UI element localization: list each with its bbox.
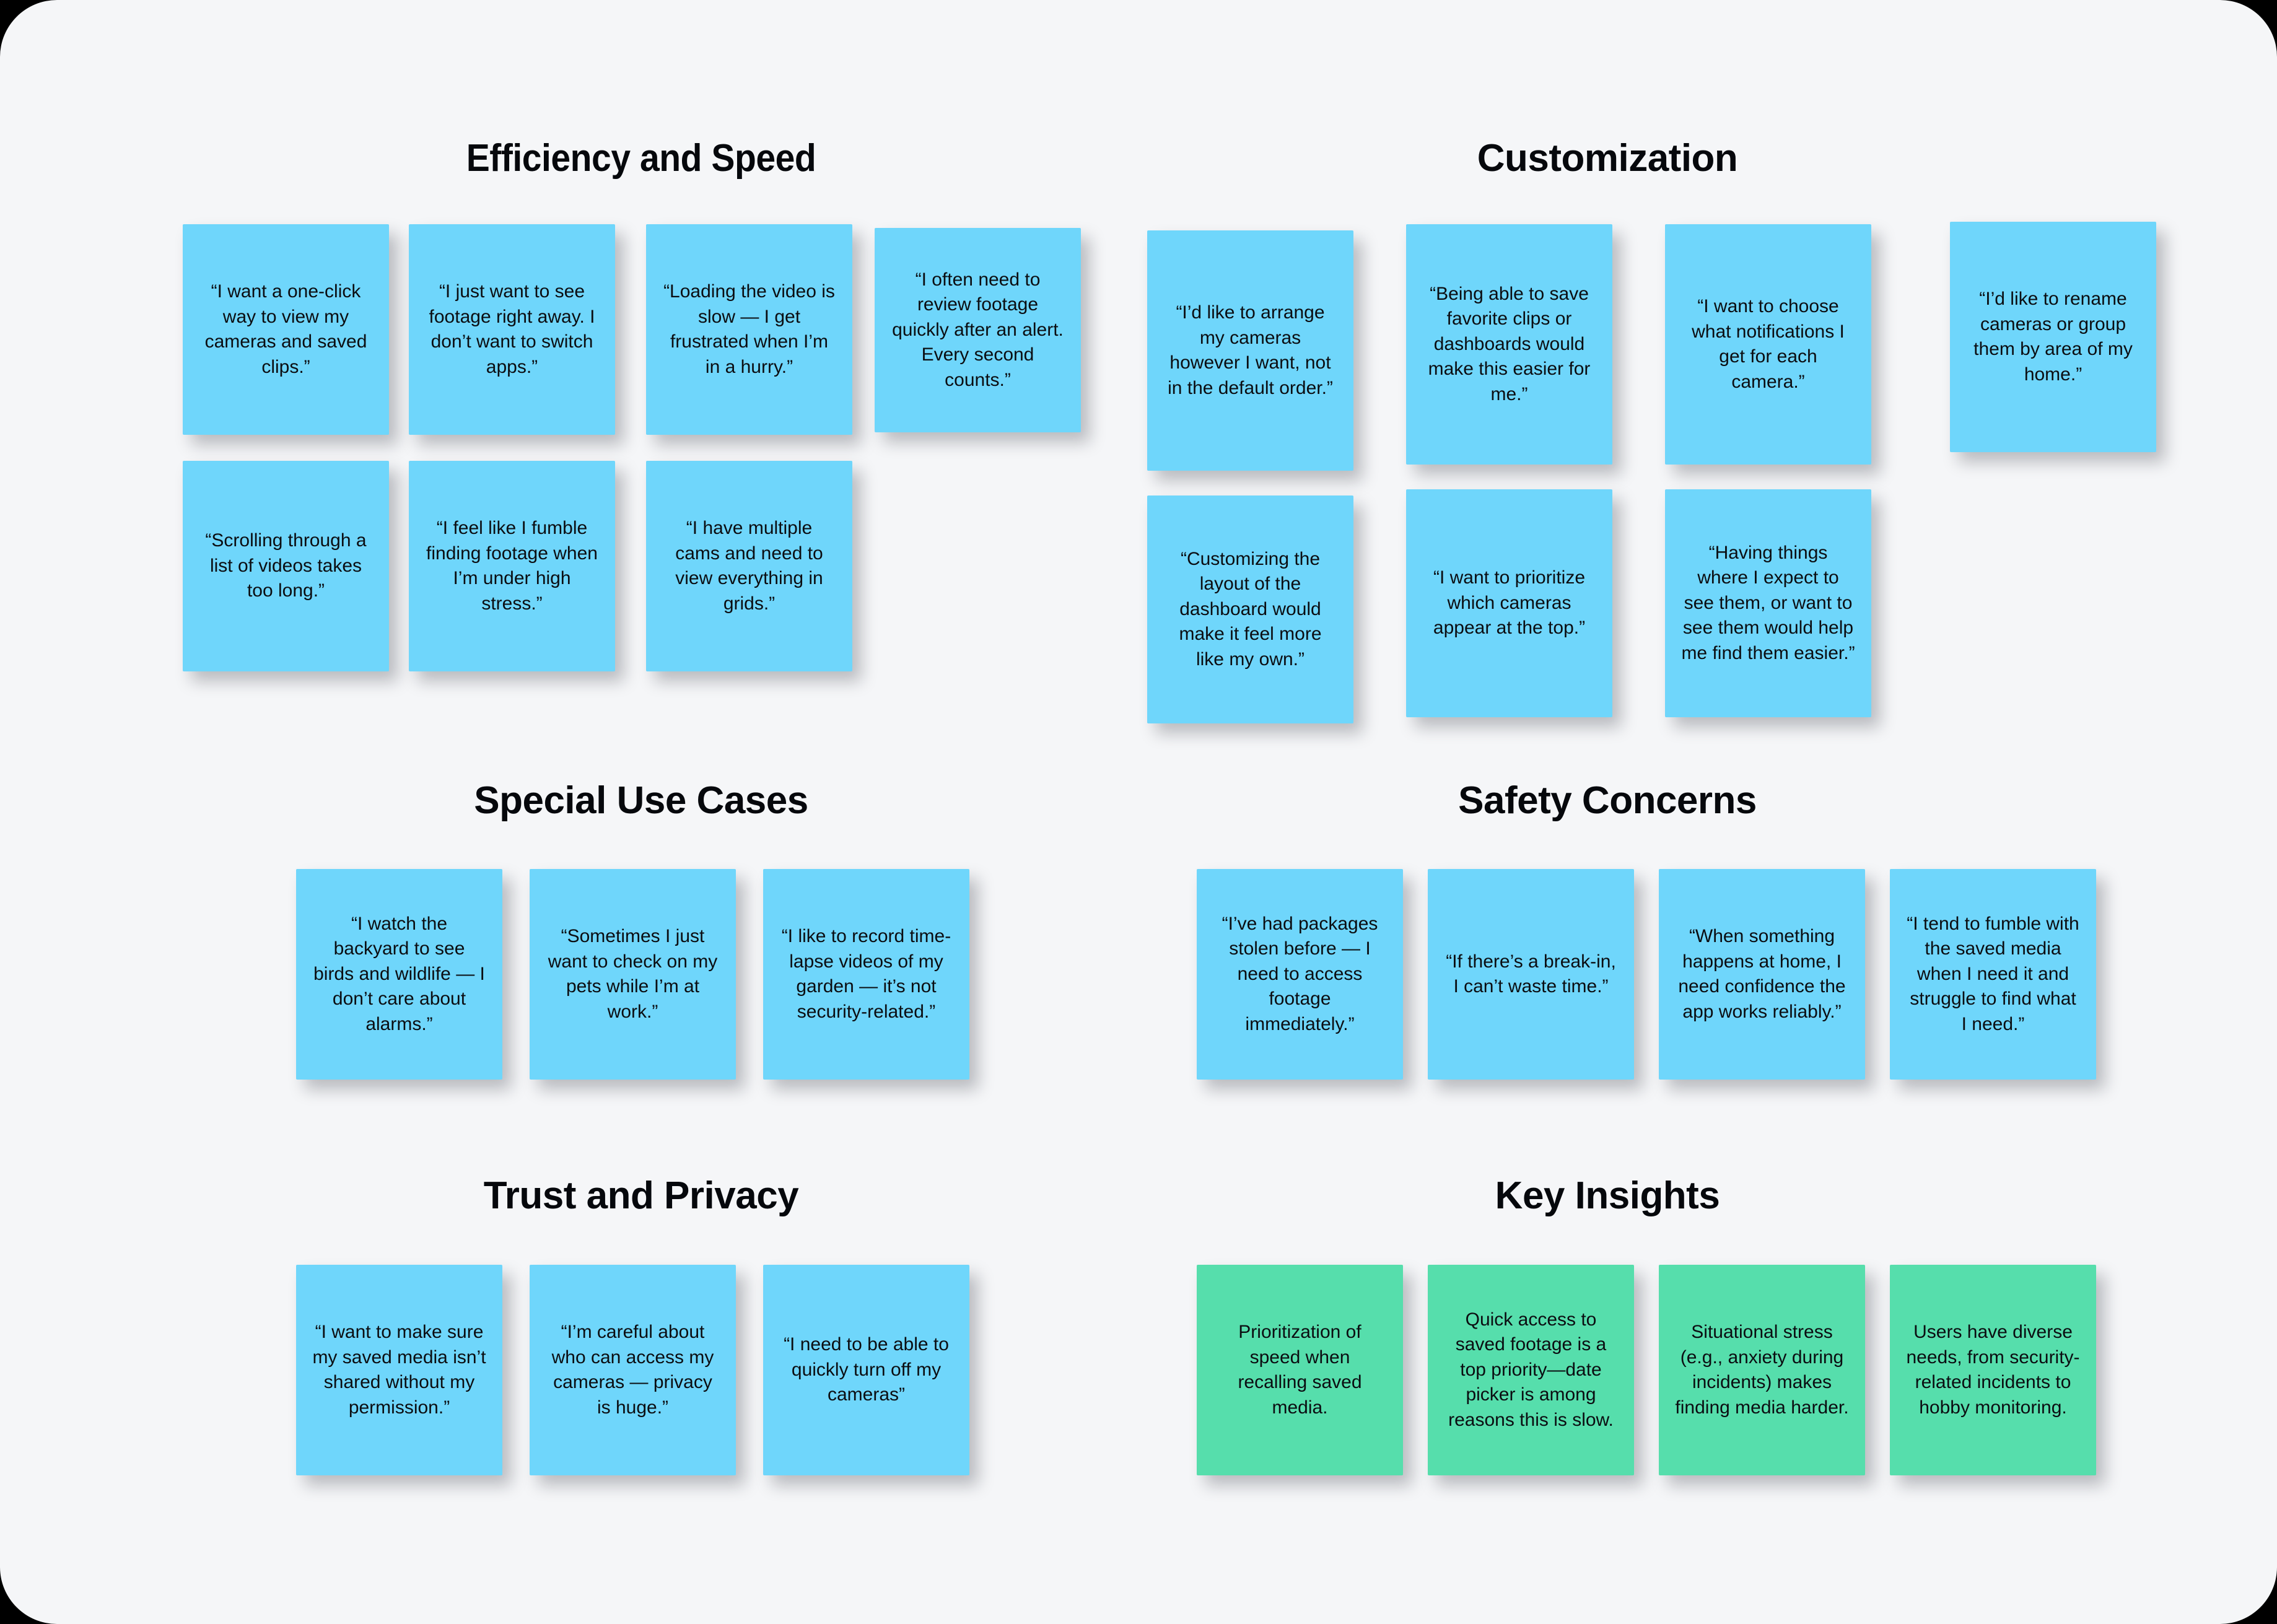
sticky-note[interactable]: “I like to record time-lapse videos of m…	[763, 869, 969, 1080]
sticky-note[interactable]: “I feel like I fumble finding footage wh…	[409, 461, 615, 671]
group-trust-and-privacy: Trust and Privacy	[183, 1177, 1099, 1215]
sticky-note-text: “I often need to review footage quickly …	[892, 269, 1064, 390]
sticky-note[interactable]: “I just want to see footage right away. …	[409, 224, 615, 435]
group-title-efficiency-and-speed: Efficiency and Speed	[466, 137, 816, 180]
sticky-note-text: “If there’s a break-in, I can’t waste ti…	[1446, 951, 1616, 997]
sticky-note-text: “I’d like to arrange my cameras however …	[1168, 302, 1333, 398]
sticky-note-text: “I watch the backyard to see birds and w…	[313, 913, 485, 1034]
sticky-note[interactable]: “I watch the backyard to see birds and w…	[296, 869, 502, 1080]
sticky-note-text: “I just want to see footage right away. …	[429, 281, 595, 377]
sticky-note[interactable]: Users have diverse needs, from security-…	[1890, 1265, 2096, 1475]
sticky-note[interactable]: Prioritization of speed when recalling s…	[1197, 1265, 1403, 1475]
sticky-note[interactable]: “Having things where I expect to see the…	[1665, 489, 1871, 717]
group-key-insights: Key Insights	[1149, 1177, 2066, 1215]
sticky-note-text: “Having things where I expect to see the…	[1681, 542, 1855, 663]
sticky-note-text: Quick access to saved footage is a top p…	[1448, 1309, 1614, 1430]
sticky-note-text: “I feel like I fumble finding footage wh…	[426, 518, 598, 614]
sticky-note-text: “I like to record time-lapse videos of m…	[781, 926, 951, 1022]
sticky-note[interactable]: “Loading the video is slow — I get frust…	[646, 224, 852, 435]
sticky-note-text: “Being able to save favorite clips or da…	[1428, 283, 1591, 404]
sticky-note[interactable]: “I tend to fumble with the saved media w…	[1890, 869, 2096, 1080]
sticky-note-text: “I need to be able to quickly turn off m…	[784, 1334, 949, 1405]
sticky-note-text: “I want a one-click way to view my camer…	[204, 281, 367, 377]
sticky-note-text: “I want to prioritize which cameras appe…	[1433, 567, 1586, 639]
sticky-note-text: “Scrolling through a list of videos take…	[205, 530, 367, 601]
sticky-note-text: Situational stress (e.g., anxiety during…	[1675, 1322, 1849, 1418]
sticky-note[interactable]: “Being able to save favorite clips or da…	[1406, 224, 1612, 465]
sticky-note-text: “I tend to fumble with the saved media w…	[1907, 913, 2079, 1034]
sticky-note-text: “I’d like to rename cameras or group the…	[1973, 289, 2133, 385]
sticky-note[interactable]: “If there’s a break-in, I can’t waste ti…	[1428, 869, 1634, 1080]
sticky-note-text: “I’m careful about who can access my cam…	[551, 1322, 714, 1418]
sticky-note-text: “Loading the video is slow — I get frust…	[663, 281, 835, 377]
sticky-note-text: “I want to choose what notifications I g…	[1692, 296, 1845, 392]
sticky-note[interactable]: “I’ve had packages stolen before — I nee…	[1197, 869, 1403, 1080]
sticky-note-text: “I’ve had packages stolen before — I nee…	[1222, 913, 1378, 1034]
group-title-trust-and-privacy: Trust and Privacy	[483, 1174, 799, 1217]
sticky-note[interactable]: “I want a one-click way to view my camer…	[183, 224, 389, 435]
sticky-note-text: Prioritization of speed when recalling s…	[1238, 1322, 1362, 1418]
group-efficiency-and-speed: Efficiency and Speed	[183, 139, 1099, 178]
sticky-note-text: “I want to make sure my saved media isn’…	[312, 1322, 486, 1418]
sticky-note[interactable]: “Scrolling through a list of videos take…	[183, 461, 389, 671]
sticky-note-text: “When something happens at home, I need …	[1678, 926, 1846, 1022]
sticky-note[interactable]: “When something happens at home, I need …	[1659, 869, 1865, 1080]
sticky-note-text: “I have multiple cams and need to view e…	[675, 518, 823, 614]
sticky-note-text: “Customizing the layout of the dashboard…	[1179, 548, 1322, 670]
group-safety-concerns: Safety Concerns	[1149, 782, 2066, 820]
group-title-special-use-cases: Special Use Cases	[474, 779, 808, 822]
sticky-note[interactable]: “I need to be able to quickly turn off m…	[763, 1265, 969, 1475]
group-title-key-insights: Key Insights	[1495, 1174, 1720, 1217]
sticky-note[interactable]: “I’d like to rename cameras or group the…	[1950, 222, 2156, 452]
sticky-note[interactable]: “I’m careful about who can access my cam…	[530, 1265, 736, 1475]
sticky-note[interactable]: “I want to choose what notifications I g…	[1665, 224, 1871, 465]
sticky-note[interactable]: “Sometimes I just want to check on my pe…	[530, 869, 736, 1080]
sticky-note[interactable]: “I’d like to arrange my cameras however …	[1147, 230, 1353, 471]
sticky-note[interactable]: “I want to make sure my saved media isn’…	[296, 1265, 502, 1475]
group-customization: Customization	[1149, 139, 2066, 178]
sticky-note[interactable]: Situational stress (e.g., anxiety during…	[1659, 1265, 1865, 1475]
sticky-note[interactable]: Quick access to saved footage is a top p…	[1428, 1265, 1634, 1475]
group-title-customization: Customization	[1477, 137, 1738, 180]
group-title-safety-concerns: Safety Concerns	[1458, 779, 1757, 822]
group-special-use-cases: Special Use Cases	[183, 782, 1099, 820]
sticky-note[interactable]: “Customizing the layout of the dashboard…	[1147, 495, 1353, 723]
sticky-note[interactable]: “I often need to review footage quickly …	[875, 228, 1081, 432]
sticky-note[interactable]: “I have multiple cams and need to view e…	[646, 461, 852, 671]
sticky-note-text: Users have diverse needs, from security-…	[1906, 1322, 2080, 1418]
sticky-note[interactable]: “I want to prioritize which cameras appe…	[1406, 489, 1612, 717]
sticky-note-text: “Sometimes I just want to check on my pe…	[548, 926, 718, 1022]
